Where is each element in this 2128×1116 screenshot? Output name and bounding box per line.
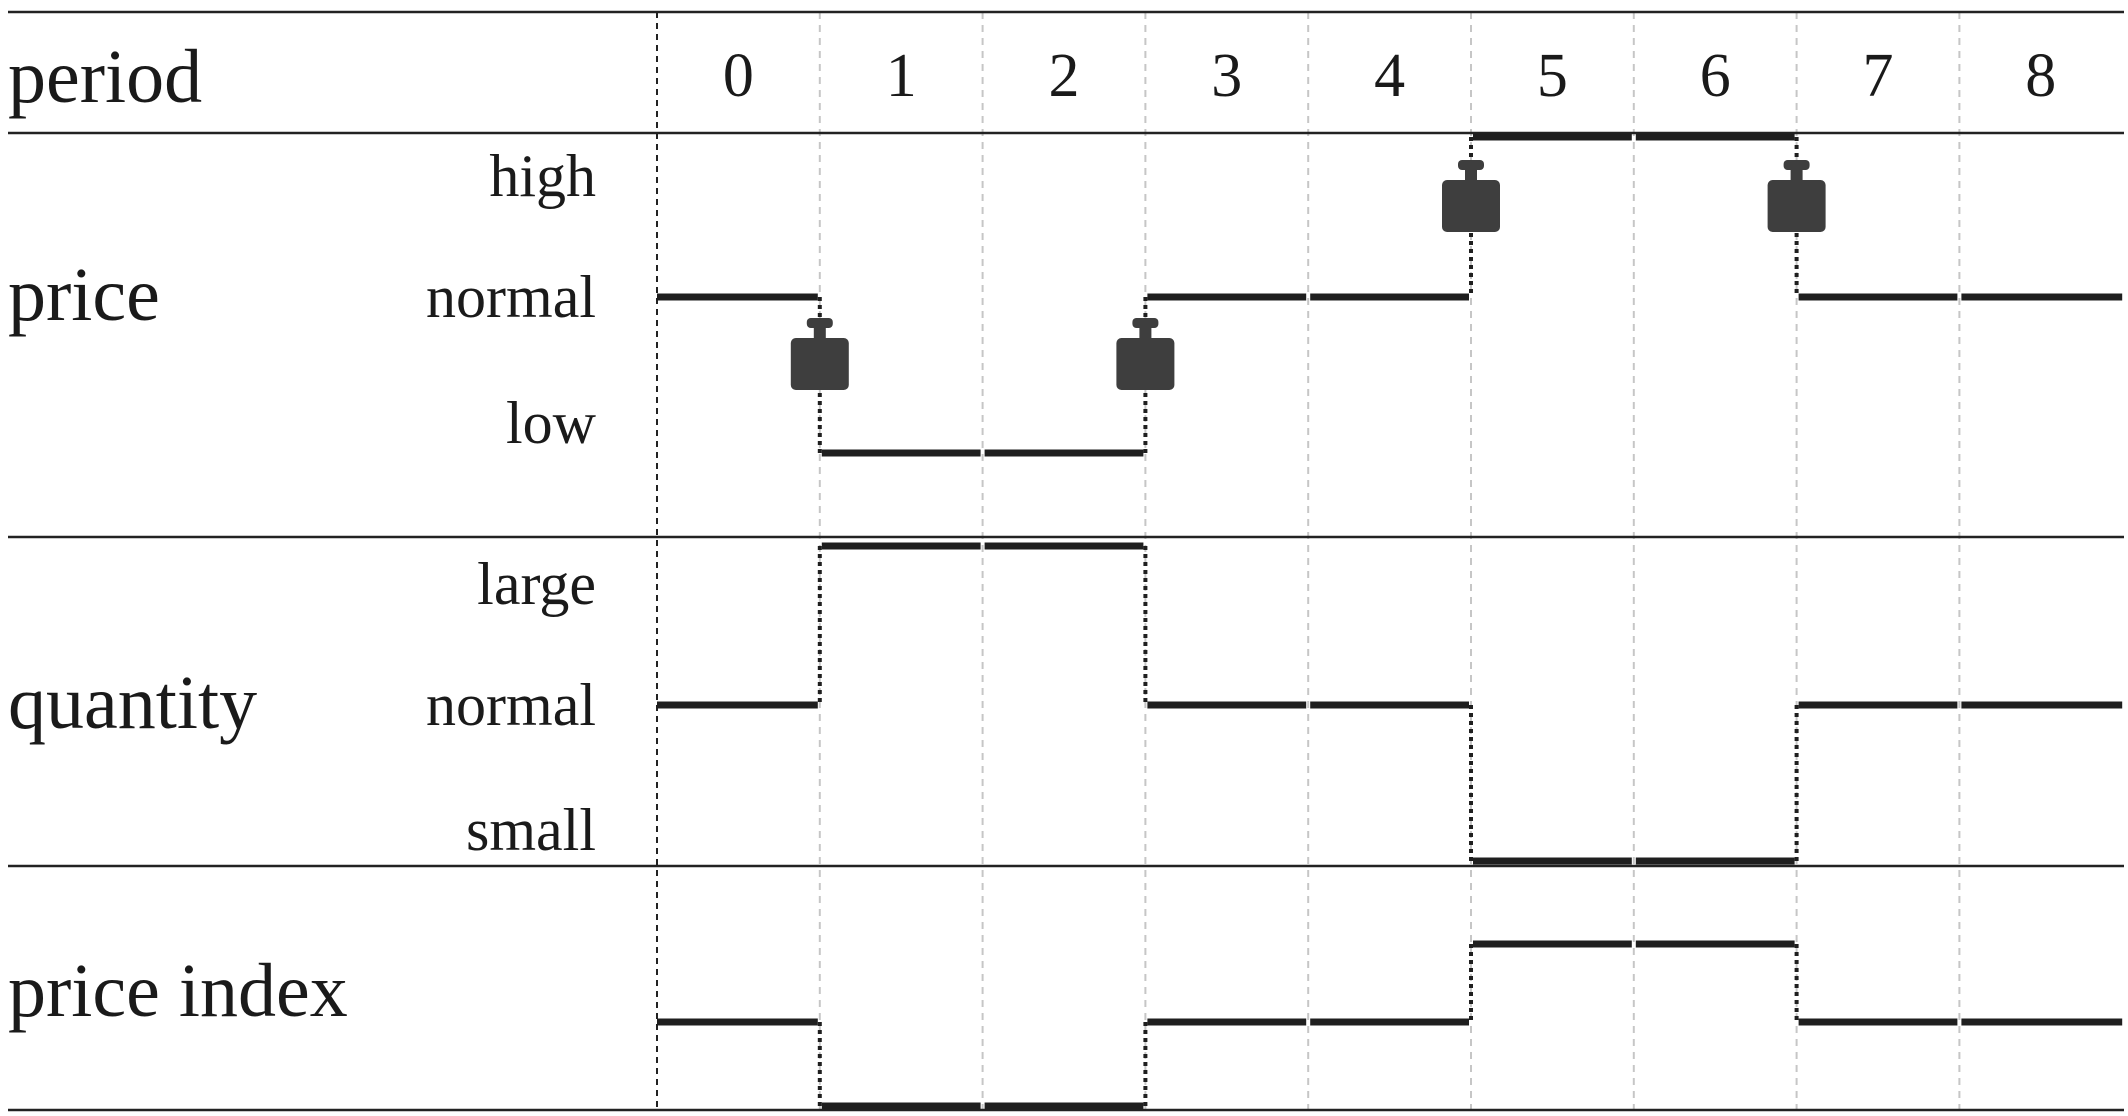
- level-label-price-normal: normal: [426, 264, 596, 330]
- period-label: 3: [1211, 42, 1242, 110]
- level-label-quantity-normal: normal: [426, 672, 596, 738]
- level-label-price-high: high: [489, 143, 596, 209]
- weight-icon: [1116, 318, 1175, 390]
- period-label: 7: [1863, 42, 1894, 110]
- period-label: 6: [1700, 42, 1731, 110]
- step-lines: [657, 133, 2123, 1110]
- period-label: 8: [2025, 42, 2056, 110]
- row-title-price: price: [8, 253, 160, 337]
- period-label: 1: [886, 42, 917, 110]
- period-labels: 0 1 2 3 4 5 6 7 8: [723, 42, 2056, 110]
- period-label: 4: [1374, 42, 1405, 110]
- frame: [8, 10, 2124, 1112]
- weight-icon: [1767, 160, 1826, 232]
- level-label-price-low: low: [506, 390, 597, 456]
- weight-icon: [1442, 160, 1500, 232]
- header-label: period: [8, 35, 202, 119]
- level-label-quantity-large: large: [477, 551, 596, 617]
- level-label-quantity-small: small: [466, 797, 596, 863]
- markers: [790, 160, 1826, 390]
- period-label: 0: [723, 42, 754, 110]
- period-label: 2: [1049, 42, 1080, 110]
- period-label: 5: [1537, 42, 1568, 110]
- row-title-price-index: price index: [8, 949, 348, 1033]
- row-title-quantity: quantity: [8, 661, 257, 745]
- weight-icon: [790, 318, 849, 390]
